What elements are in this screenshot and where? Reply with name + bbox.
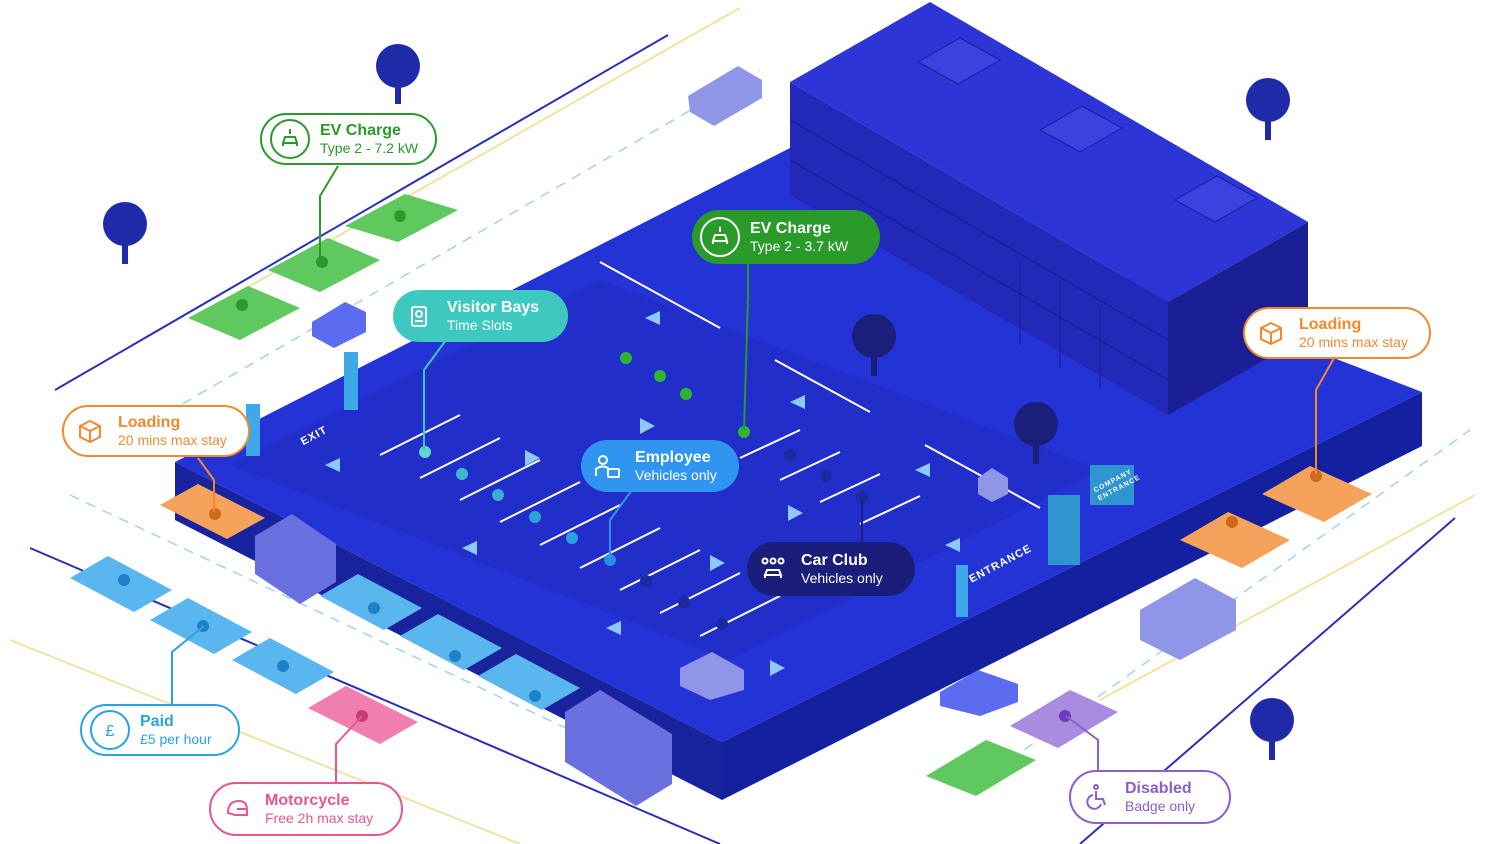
van-left [255, 514, 336, 604]
callout-loading-right: Loading 20 mins max stay [1243, 307, 1431, 359]
wheelchair-icon [1079, 779, 1115, 815]
callout-title: Paid [140, 712, 174, 730]
callout-title: EV Charge [750, 219, 831, 237]
callout-paid: £ Paid £5 per hour [80, 704, 240, 756]
posts [246, 352, 1134, 617]
lot-side-right [722, 392, 1422, 800]
callout-title: Motorcycle [265, 791, 350, 809]
direction-arrows [325, 311, 960, 676]
loading-right-dots [1226, 470, 1322, 528]
disabled-bay-dot [1059, 710, 1071, 722]
callout-title: Disabled [1125, 779, 1192, 797]
package-icon [72, 413, 108, 449]
car-bottom [680, 652, 744, 700]
scooter [978, 468, 1008, 502]
truck [1140, 578, 1236, 660]
callout-subtitle: Vehicles only [635, 466, 717, 483]
callout-ev-lot: EV Charge Type 2 - 3.7 kW [692, 210, 880, 264]
car-club-icon [755, 551, 791, 587]
callout-disabled: Disabled Badge only [1069, 770, 1231, 824]
callout-subtitle: Vehicles only [801, 569, 883, 586]
bay-markers [419, 352, 868, 630]
car-right [940, 670, 1018, 716]
small-car [312, 302, 366, 348]
helmet-icon [219, 791, 255, 827]
callout-employee: Employee Vehicles only [581, 440, 739, 492]
callout-title: Employee [635, 448, 711, 466]
callout-subtitle: 20 mins max stay [1299, 333, 1408, 350]
badge-icon [401, 298, 437, 334]
loading-bays-right [1180, 466, 1372, 568]
svg-text:£: £ [106, 723, 115, 740]
callout-subtitle: 20 mins max stay [118, 431, 227, 448]
callout-loading-left: Loading 20 mins max stay [62, 405, 250, 457]
callout-motorcycle: Motorcycle Free 2h max stay [209, 782, 403, 836]
callout-title: Visitor Bays [447, 298, 540, 316]
package-icon [1253, 315, 1289, 351]
street-ev-bay-right [926, 740, 1036, 796]
loading-bay-left-dot [209, 508, 221, 520]
street-ev-bay-dots [236, 210, 406, 311]
callout-title: Car Club [801, 551, 868, 569]
vehicles [255, 66, 1236, 806]
callout-subtitle: £5 per hour [140, 730, 212, 747]
callout-subtitle: Time Slots [447, 316, 513, 333]
employee-icon [589, 448, 625, 484]
callout-title: EV Charge [320, 121, 401, 139]
leader-lines [171, 165, 1335, 784]
bay-lines [379, 261, 1041, 637]
callout-title: Loading [1299, 315, 1362, 333]
callout-car-club: Car Club Vehicles only [747, 542, 915, 596]
callout-subtitle: Type 2 - 7.2 kW [320, 139, 419, 156]
lot-trees [852, 314, 1058, 464]
callout-title: Loading [118, 413, 181, 431]
callout-visitor-bays: Visitor Bays Time Slots [393, 290, 568, 342]
suv [688, 66, 762, 126]
ev-plug-car-icon [270, 119, 310, 159]
trees [103, 44, 1294, 760]
callout-ev-street: EV Charge Type 2 - 7.2 kW [260, 113, 437, 165]
pound-icon: £ [90, 710, 130, 750]
callout-subtitle: Badge only [1125, 797, 1196, 814]
callout-subtitle: Type 2 - 3.7 kW [750, 237, 849, 254]
bus [565, 690, 672, 806]
office-building [789, 2, 1308, 415]
ev-plug-car-icon [700, 217, 740, 257]
callout-subtitle: Free 2h max stay [265, 809, 374, 826]
